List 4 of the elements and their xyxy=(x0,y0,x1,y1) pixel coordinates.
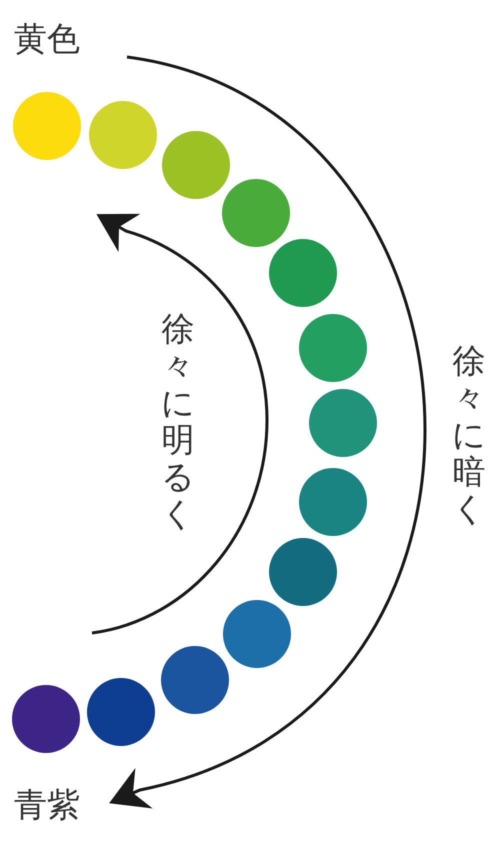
hue-label: 黄色 xyxy=(14,22,80,55)
direction-label: 徐々に明るく xyxy=(160,310,196,532)
direction-label: 徐々に暗く xyxy=(451,342,487,527)
hue-label: 青紫 xyxy=(14,788,80,821)
